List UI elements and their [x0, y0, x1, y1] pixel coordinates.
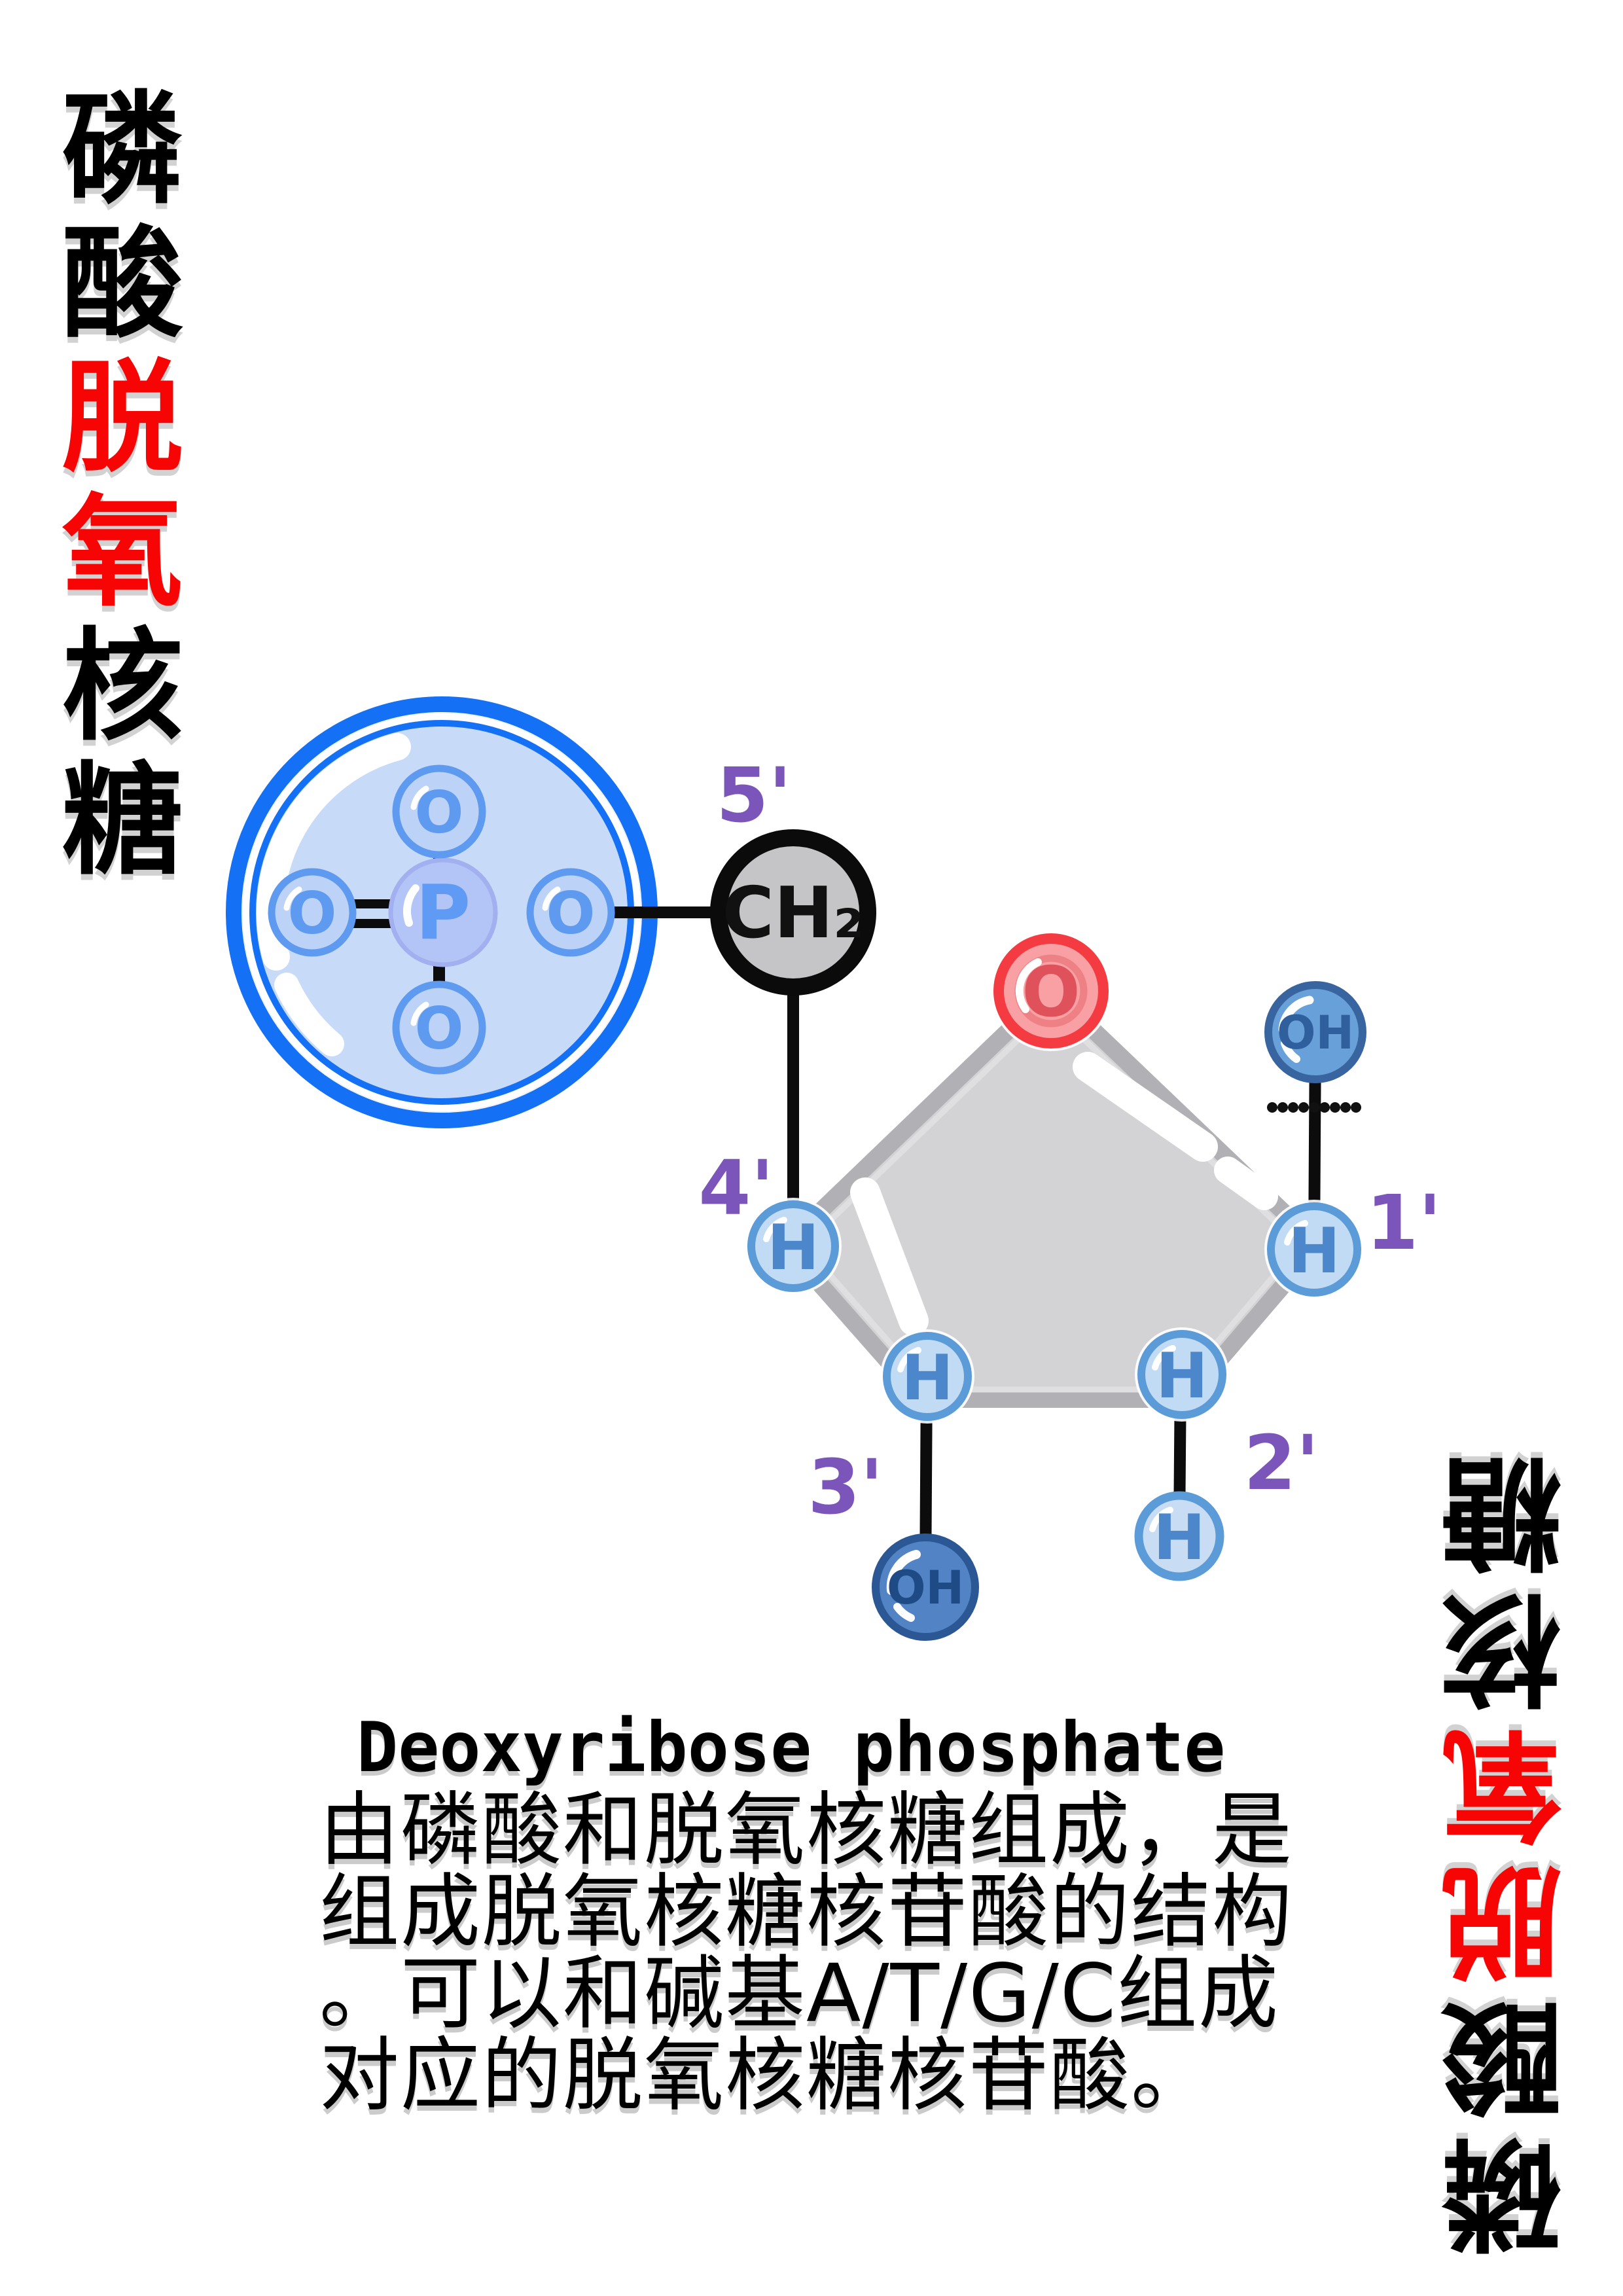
ch2-group: CH₂	[710, 829, 876, 996]
ring-oxygen-group: O	[991, 931, 1111, 1051]
h-c1-shine	[1284, 1220, 1308, 1246]
hydrogen-c4-label: H	[767, 1212, 819, 1284]
caption-title: Deoxyribose phosphate	[357, 1708, 1226, 1787]
oxygen-left-shine	[283, 886, 302, 911]
oxygen-left-label: O	[288, 880, 337, 947]
carbon-3-label: 3'	[808, 1444, 883, 1532]
right-title-red-middle: 脱氧	[1441, 1712, 1582, 1984]
hydroxyl-c3-label: OH	[887, 1561, 964, 1615]
hydrogen-bond-dotted-line	[1267, 1102, 1361, 1113]
ring-shine-top-right	[1073, 1052, 1218, 1162]
ring-shine-short	[1214, 1157, 1278, 1210]
oxygen-top-label: O	[415, 779, 464, 846]
left-title-black-bottom: 核糖	[41, 622, 183, 890]
ch2-circle	[710, 829, 876, 996]
bubble-shine-arc-small	[274, 973, 344, 1056]
caption-line-1: 由磷酸和脱氧核糖组成，是	[319, 1784, 1293, 1876]
carbon-5-label: 5'	[716, 752, 791, 840]
oh-c3-shine-top	[886, 1550, 921, 1595]
hydrogen-c3-label: H	[901, 1342, 954, 1414]
phosphate-atoms: P O O O O	[268, 764, 615, 1075]
hydroxyl-c1-label: OH	[1277, 1006, 1354, 1060]
left-title-column: 磷酸脱氧核糖	[41, 85, 183, 890]
phosphorus-shine	[402, 884, 419, 927]
h-c3-shine	[897, 1347, 921, 1372]
ring-oxygen-atom	[993, 933, 1109, 1049]
left-title-red-middle: 脱氧	[41, 353, 183, 622]
h-c4-shine	[763, 1217, 787, 1242]
oxygen-bottom-shine	[410, 1001, 429, 1026]
carbon-2-label: 2'	[1243, 1420, 1319, 1507]
oh-c1-shine-top	[1278, 996, 1314, 1034]
h-below-c2-shine	[1149, 1507, 1173, 1532]
carbon-4-label: 4'	[698, 1145, 774, 1232]
ring-oxygen-shine	[1015, 958, 1042, 1013]
ring-oxygen-label: O	[1022, 952, 1080, 1032]
caption-line-4: 对应的脱氧核糖核苷酸。	[319, 2029, 1212, 2122]
hydrogen-below-c2-label: H	[1153, 1502, 1205, 1574]
caption-line-3: 。可以和碱基A/T/G/C组成	[319, 1947, 1280, 2040]
oxygen-top-shine	[410, 785, 429, 810]
sugar-ring	[777, 981, 1327, 1408]
oh-c1-shine-bottom	[1281, 1039, 1300, 1063]
h-c2-shine	[1152, 1345, 1176, 1371]
carbon-1-label: 1'	[1366, 1179, 1441, 1267]
caption-block: Deoxyribose phosphate 由磷酸和脱氧核糖组成，是 组成脱氧核…	[319, 1706, 1340, 2117]
hydrogen-atoms: H H H H H	[745, 1198, 1364, 1581]
caption-line-2: 组成脱氧核糖核苷酸的结构	[319, 1865, 1293, 1958]
right-title-black-bottom: 核糖	[1441, 1440, 1582, 1712]
oxygen-right-shine	[542, 886, 561, 911]
left-title-black-top: 磷酸	[41, 85, 183, 353]
oxygen-atom-top	[392, 764, 486, 859]
oxygen-bottom-label: O	[415, 995, 464, 1062]
ch2-label: CH₂	[722, 872, 865, 954]
hydroxyl-groups: OH OH	[872, 981, 1366, 1641]
oxygen-right-label: O	[546, 880, 596, 947]
phosphorus-label: P	[416, 869, 471, 957]
hydrogen-c2-label: H	[1156, 1340, 1208, 1412]
oxygen-atom-bottom	[392, 980, 486, 1075]
ring-shine-left	[850, 1177, 929, 1336]
right-title-black-top: 磷酸	[1441, 1984, 1582, 2257]
oh-c3-shine-bottom	[893, 1603, 915, 1622]
hydrogen-c1-label: H	[1288, 1215, 1340, 1287]
right-title-column-rotated: 磷酸脱氧核糖	[1441, 1440, 1582, 2257]
